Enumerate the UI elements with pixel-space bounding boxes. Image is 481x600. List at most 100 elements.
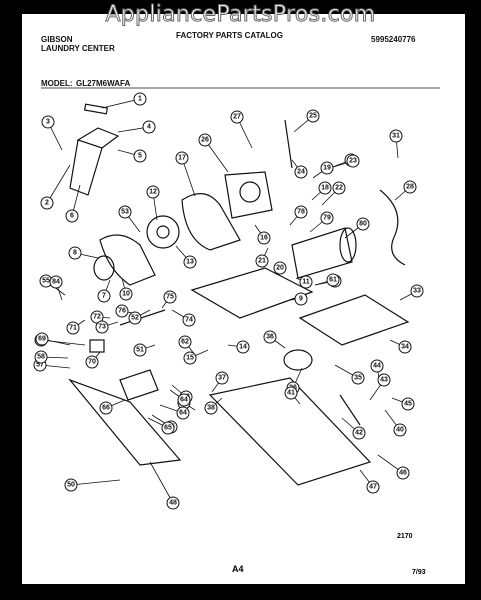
callout-number: 21 xyxy=(258,258,266,265)
leader-line xyxy=(40,339,86,346)
callout-number: 79 xyxy=(323,215,331,222)
callout-number: 33 xyxy=(413,288,421,295)
callout-64: 64 xyxy=(176,406,190,420)
callout-33: 33 xyxy=(410,284,424,298)
callout-circle xyxy=(95,320,109,334)
callout-circle xyxy=(320,161,334,175)
callout-52: 52 xyxy=(128,311,142,325)
callout-number: 10 xyxy=(122,291,130,298)
base-plate-part xyxy=(190,267,314,319)
callout-40: 40 xyxy=(393,423,407,437)
callout-7: 7 xyxy=(97,289,111,303)
callout-5: 5 xyxy=(133,149,147,163)
callout-number: 35 xyxy=(354,375,362,382)
callout-circle xyxy=(215,371,229,385)
callout-number: 73 xyxy=(98,324,106,331)
callout-44: 44 xyxy=(370,359,384,373)
callout-circle xyxy=(176,406,190,420)
callout-circle xyxy=(41,115,55,129)
burner-part xyxy=(283,349,313,371)
callout-number: 27 xyxy=(233,114,241,121)
callout-circle xyxy=(183,351,197,365)
callout-14: 14 xyxy=(236,340,250,354)
callout-circle xyxy=(183,255,197,269)
brand-label: GIBSON xyxy=(41,35,73,44)
blower-housing-part xyxy=(181,193,241,251)
callout-42: 42 xyxy=(352,426,366,440)
page-number: A4 xyxy=(232,564,244,574)
part-shapes xyxy=(68,103,410,486)
callout-circle xyxy=(128,311,142,325)
callout-24: 24 xyxy=(294,165,308,179)
callout-circle xyxy=(177,393,191,407)
callout-6: 6 xyxy=(65,209,79,223)
rod-part xyxy=(119,309,166,326)
callout-38: 38 xyxy=(204,401,218,415)
callout-17: 17 xyxy=(175,151,189,165)
catalog-date: 7/93 xyxy=(412,569,426,576)
callout-number: 44 xyxy=(373,363,381,370)
callout-circle xyxy=(401,397,415,411)
callout-circle xyxy=(119,287,133,301)
callout-number: 45 xyxy=(404,401,412,408)
callout-circle xyxy=(64,478,78,492)
callout-circle xyxy=(257,231,271,245)
motor-pulley-part xyxy=(239,181,261,203)
leader-line xyxy=(70,479,121,486)
callout-number: 17 xyxy=(178,155,186,162)
callout-number: 66 xyxy=(102,405,110,412)
callout-47: 47 xyxy=(366,480,380,494)
callout-circle xyxy=(115,304,129,318)
callout-10: 10 xyxy=(119,287,133,301)
callout-circle xyxy=(370,359,384,373)
callout-79: 79 xyxy=(320,211,334,225)
callout-circle xyxy=(163,290,177,304)
callout-circle xyxy=(34,350,48,364)
callout-69: 69 xyxy=(35,332,49,346)
callout-4: 4 xyxy=(142,120,156,134)
callout-circle xyxy=(133,149,147,163)
callout-3: 3 xyxy=(41,115,55,129)
callout-number: 26 xyxy=(201,137,209,144)
callout-number: 69 xyxy=(38,336,46,343)
callout-number: 11 xyxy=(302,279,310,286)
callout-45: 45 xyxy=(401,397,415,411)
callout-number: 78 xyxy=(297,209,305,216)
catalog-title: FACTORY PARTS CATALOG xyxy=(176,31,283,40)
callout-number: 19 xyxy=(323,165,331,172)
callout-11: 11 xyxy=(299,275,313,289)
callout-number: 18 xyxy=(321,185,329,192)
callout-number: 55 xyxy=(42,278,50,285)
callout-circle xyxy=(68,246,82,260)
callout-84: 84 xyxy=(49,275,63,289)
callout-50: 50 xyxy=(64,478,78,492)
callout-21: 21 xyxy=(255,254,269,268)
callout-number: 84 xyxy=(52,279,60,286)
callout-9: 9 xyxy=(294,292,308,306)
callout-35: 35 xyxy=(351,371,365,385)
bar-part xyxy=(339,394,361,426)
callout-circle xyxy=(35,332,49,346)
bracket-part xyxy=(119,369,159,401)
callout-circle xyxy=(65,209,79,223)
callout-70: 70 xyxy=(85,355,99,369)
callout-53: 53 xyxy=(118,205,132,219)
callout-circle xyxy=(306,109,320,123)
heater-plate-part xyxy=(298,294,410,346)
leader-line xyxy=(101,98,141,109)
model-label: MODEL: xyxy=(41,79,73,88)
callout-number: 65 xyxy=(164,425,172,432)
callout-circle xyxy=(178,335,192,349)
callout-number: 46 xyxy=(399,470,407,477)
callout-circle xyxy=(352,426,366,440)
callout-circle xyxy=(332,181,346,195)
callout-circle xyxy=(403,180,417,194)
callout-circle xyxy=(142,120,156,134)
leader-line xyxy=(149,461,174,504)
callout-58: 58 xyxy=(34,350,48,364)
callout-circle xyxy=(273,261,287,275)
motor-part xyxy=(224,171,273,219)
callout-number: 74 xyxy=(185,317,193,324)
switch-part xyxy=(89,339,105,353)
base-frame-part xyxy=(208,377,372,486)
